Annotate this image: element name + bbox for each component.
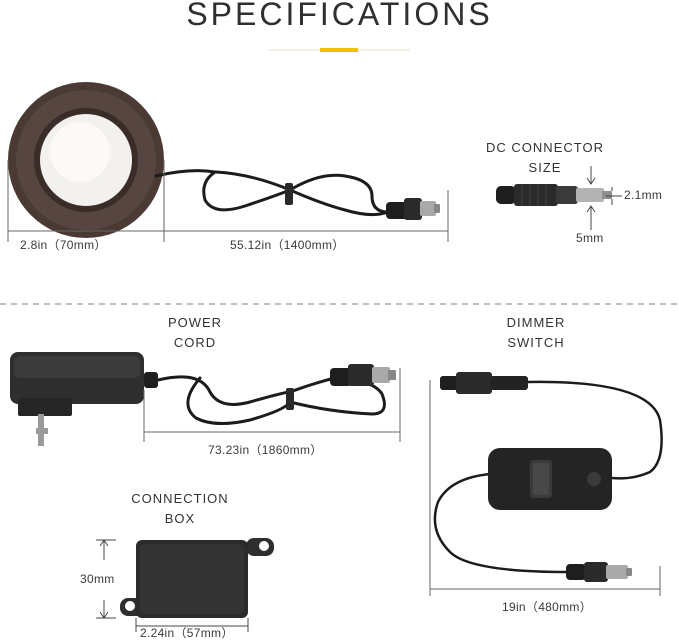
connection-box-title-line1: CONNECTION bbox=[131, 491, 229, 506]
dimmer-male-connector bbox=[566, 562, 632, 582]
dimmer-switch-title-line1: DIMMER bbox=[506, 315, 566, 330]
dimmer-switch-body bbox=[488, 448, 612, 510]
connection-box-height-label: 30mm bbox=[80, 572, 115, 586]
puck-cable-clip bbox=[285, 183, 293, 205]
dimmer-female-connector bbox=[440, 372, 528, 394]
puck-diameter-label: 2.8in（70mm） bbox=[20, 238, 107, 252]
dc-inner-diameter-label: 2.1mm bbox=[624, 188, 663, 202]
dc-connector-dimension-lines bbox=[586, 166, 622, 230]
power-cord-length-label: 73.23in（1860mm） bbox=[208, 443, 323, 457]
dimmer-switch-title: DIMMER SWITCH bbox=[486, 313, 586, 353]
dc-connector-title-line2: SIZE bbox=[528, 160, 562, 175]
connection-box-title: CONNECTION BOX bbox=[120, 489, 240, 529]
connection-box-illustration bbox=[120, 538, 274, 618]
power-cord-dc-plug bbox=[330, 364, 396, 386]
power-cord-clip bbox=[286, 388, 294, 410]
puck-cable-length-label: 55.12in（1400mm） bbox=[230, 238, 345, 252]
puck-dc-plug bbox=[386, 198, 440, 220]
dimmer-cable bbox=[433, 380, 663, 574]
power-cord-title-line1: POWER bbox=[167, 315, 223, 330]
dc-connector-illustration bbox=[496, 184, 612, 206]
connection-box-dimension-lines bbox=[96, 539, 249, 632]
dc-outer-diameter-label: 5mm bbox=[576, 231, 604, 245]
power-adapter-illustration bbox=[10, 352, 158, 446]
power-cord-title-line2: CORD bbox=[173, 335, 217, 350]
puck-cable bbox=[154, 169, 390, 217]
power-cord-title: POWER CORD bbox=[150, 313, 240, 353]
puck-dimension-lines bbox=[7, 160, 449, 242]
dc-connector-title: DC CONNECTOR SIZE bbox=[470, 138, 620, 178]
power-cord-dimension-lines bbox=[143, 368, 401, 442]
dimmer-switch-title-line2: SWITCH bbox=[507, 335, 565, 350]
dc-connector-title-line1: DC CONNECTOR bbox=[486, 140, 604, 155]
connection-box-width-label: 2.24in（57mm） bbox=[140, 626, 234, 640]
dimmer-dimension-lines bbox=[429, 380, 661, 596]
puck-light-illustration bbox=[8, 82, 164, 238]
dimmer-length-label: 19in（480mm） bbox=[502, 600, 593, 614]
page-title: SPECIFICATIONS bbox=[186, 0, 493, 32]
connection-box-title-line2: BOX bbox=[164, 511, 196, 526]
